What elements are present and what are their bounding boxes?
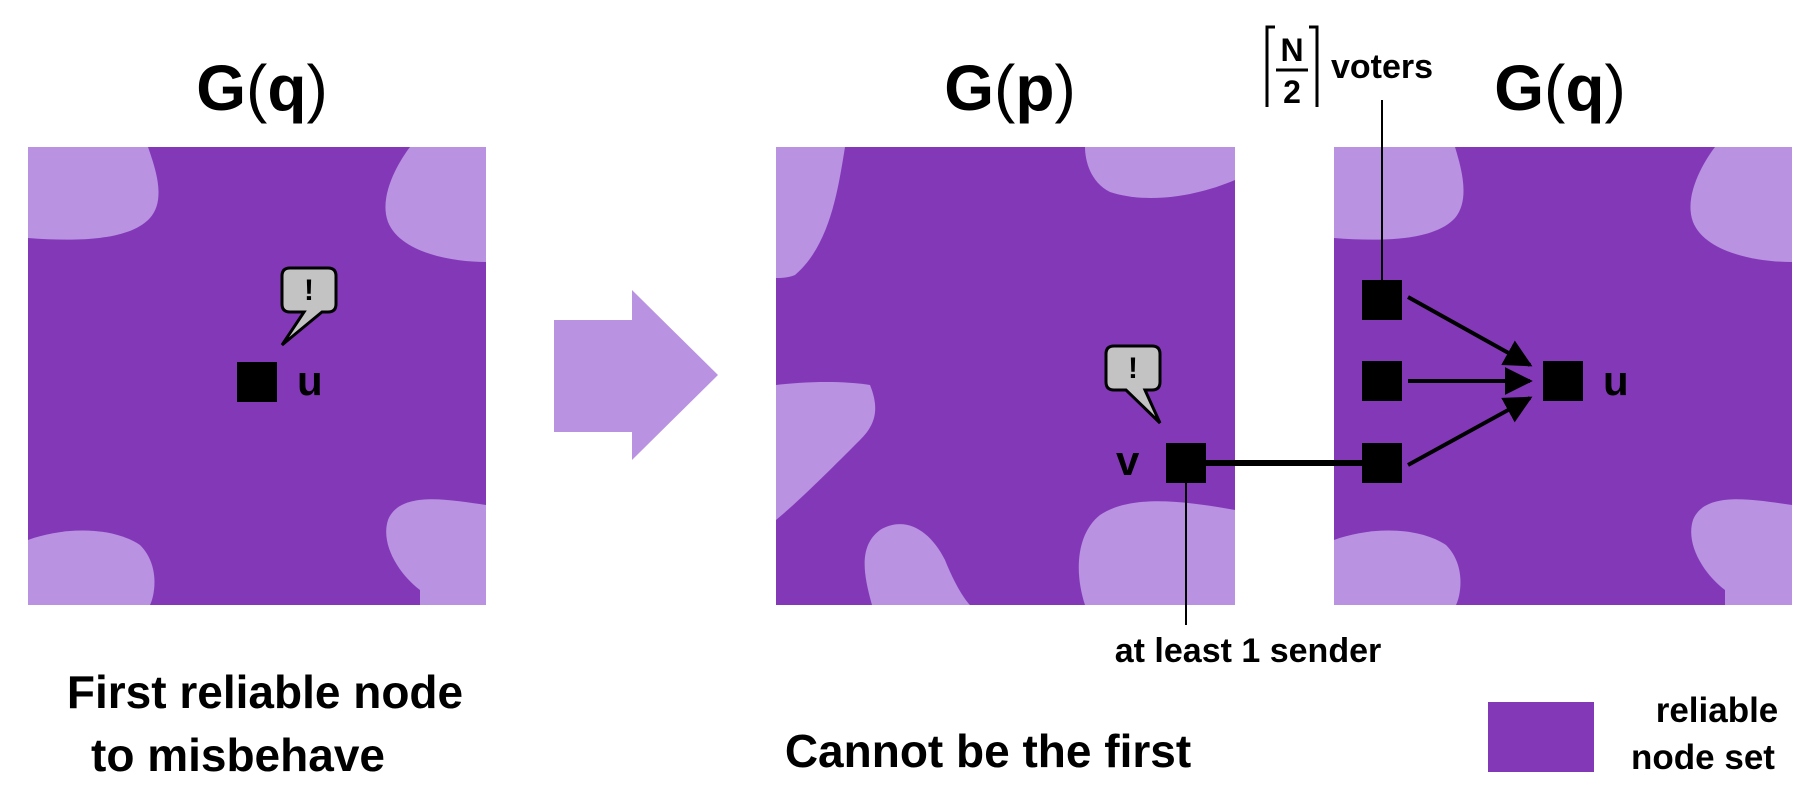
ceil-denominator: 2 [1283, 74, 1301, 110]
right-panel-title: G(q) [1494, 52, 1626, 124]
left-unreliable-region-tr [385, 147, 486, 262]
left-node-u [237, 362, 277, 402]
middle-node-v-label: v [1116, 437, 1140, 484]
vote-arrow-bottom [1407, 396, 1533, 467]
middle-alert-bubble: ! [1104, 344, 1162, 425]
right-unreliable-region-tr [1690, 147, 1792, 262]
left-alert-mark: ! [304, 274, 314, 307]
right-unreliable-region-br [1691, 499, 1792, 605]
legend: reliable node set [1488, 691, 1778, 777]
legend-swatch [1488, 702, 1594, 772]
right-voter-node-top [1362, 280, 1402, 320]
middle-panel-title: G(p) [944, 52, 1076, 124]
middle-unreliable-region-tl [776, 147, 845, 278]
voters-label: voters [1331, 48, 1433, 86]
right-unreliable-region-tl [1334, 147, 1464, 240]
middle-caption: Cannot be the first [785, 725, 1191, 777]
right-panel: G(q) u [1334, 52, 1792, 605]
left-panel-title: G(q) [196, 52, 328, 124]
left-unreliable-region-tl [28, 147, 159, 240]
sender-label: at least 1 sender [1115, 632, 1381, 670]
left-caption-line1: First reliable node [67, 666, 463, 718]
middle-alert-mark: ! [1128, 352, 1138, 385]
ceil-n-over-2: N 2 [1265, 25, 1319, 110]
right-node-u [1543, 361, 1583, 401]
middle-unreliable-region-bl [864, 524, 970, 605]
left-unreliable-region-bl [28, 530, 155, 605]
middle-unreliable-region-left [776, 381, 876, 520]
middle-node-v [1166, 443, 1206, 483]
ceil-numerator: N [1280, 32, 1303, 68]
left-caption-line2: to misbehave [91, 729, 385, 781]
right-unreliable-region-bl [1334, 530, 1461, 605]
middle-unreliable-region-tr [1085, 147, 1235, 199]
left-alert-bubble: ! [280, 266, 338, 347]
legend-label-line1: reliable [1656, 691, 1779, 730]
left-panel: G(q) ! u [28, 52, 486, 605]
transition-arrow [554, 290, 718, 460]
right-node-u-label: u [1603, 357, 1629, 404]
middle-unreliable-region-br [1078, 501, 1235, 605]
vote-arrow-top [1407, 295, 1533, 367]
middle-panel: G(p) ! v [776, 52, 1235, 605]
legend-label-line2: node set [1631, 738, 1775, 777]
right-voter-node-bottom [1362, 443, 1402, 483]
left-unreliable-region-br [386, 499, 486, 605]
right-voter-node-middle [1362, 361, 1402, 401]
left-node-u-label: u [297, 357, 323, 404]
